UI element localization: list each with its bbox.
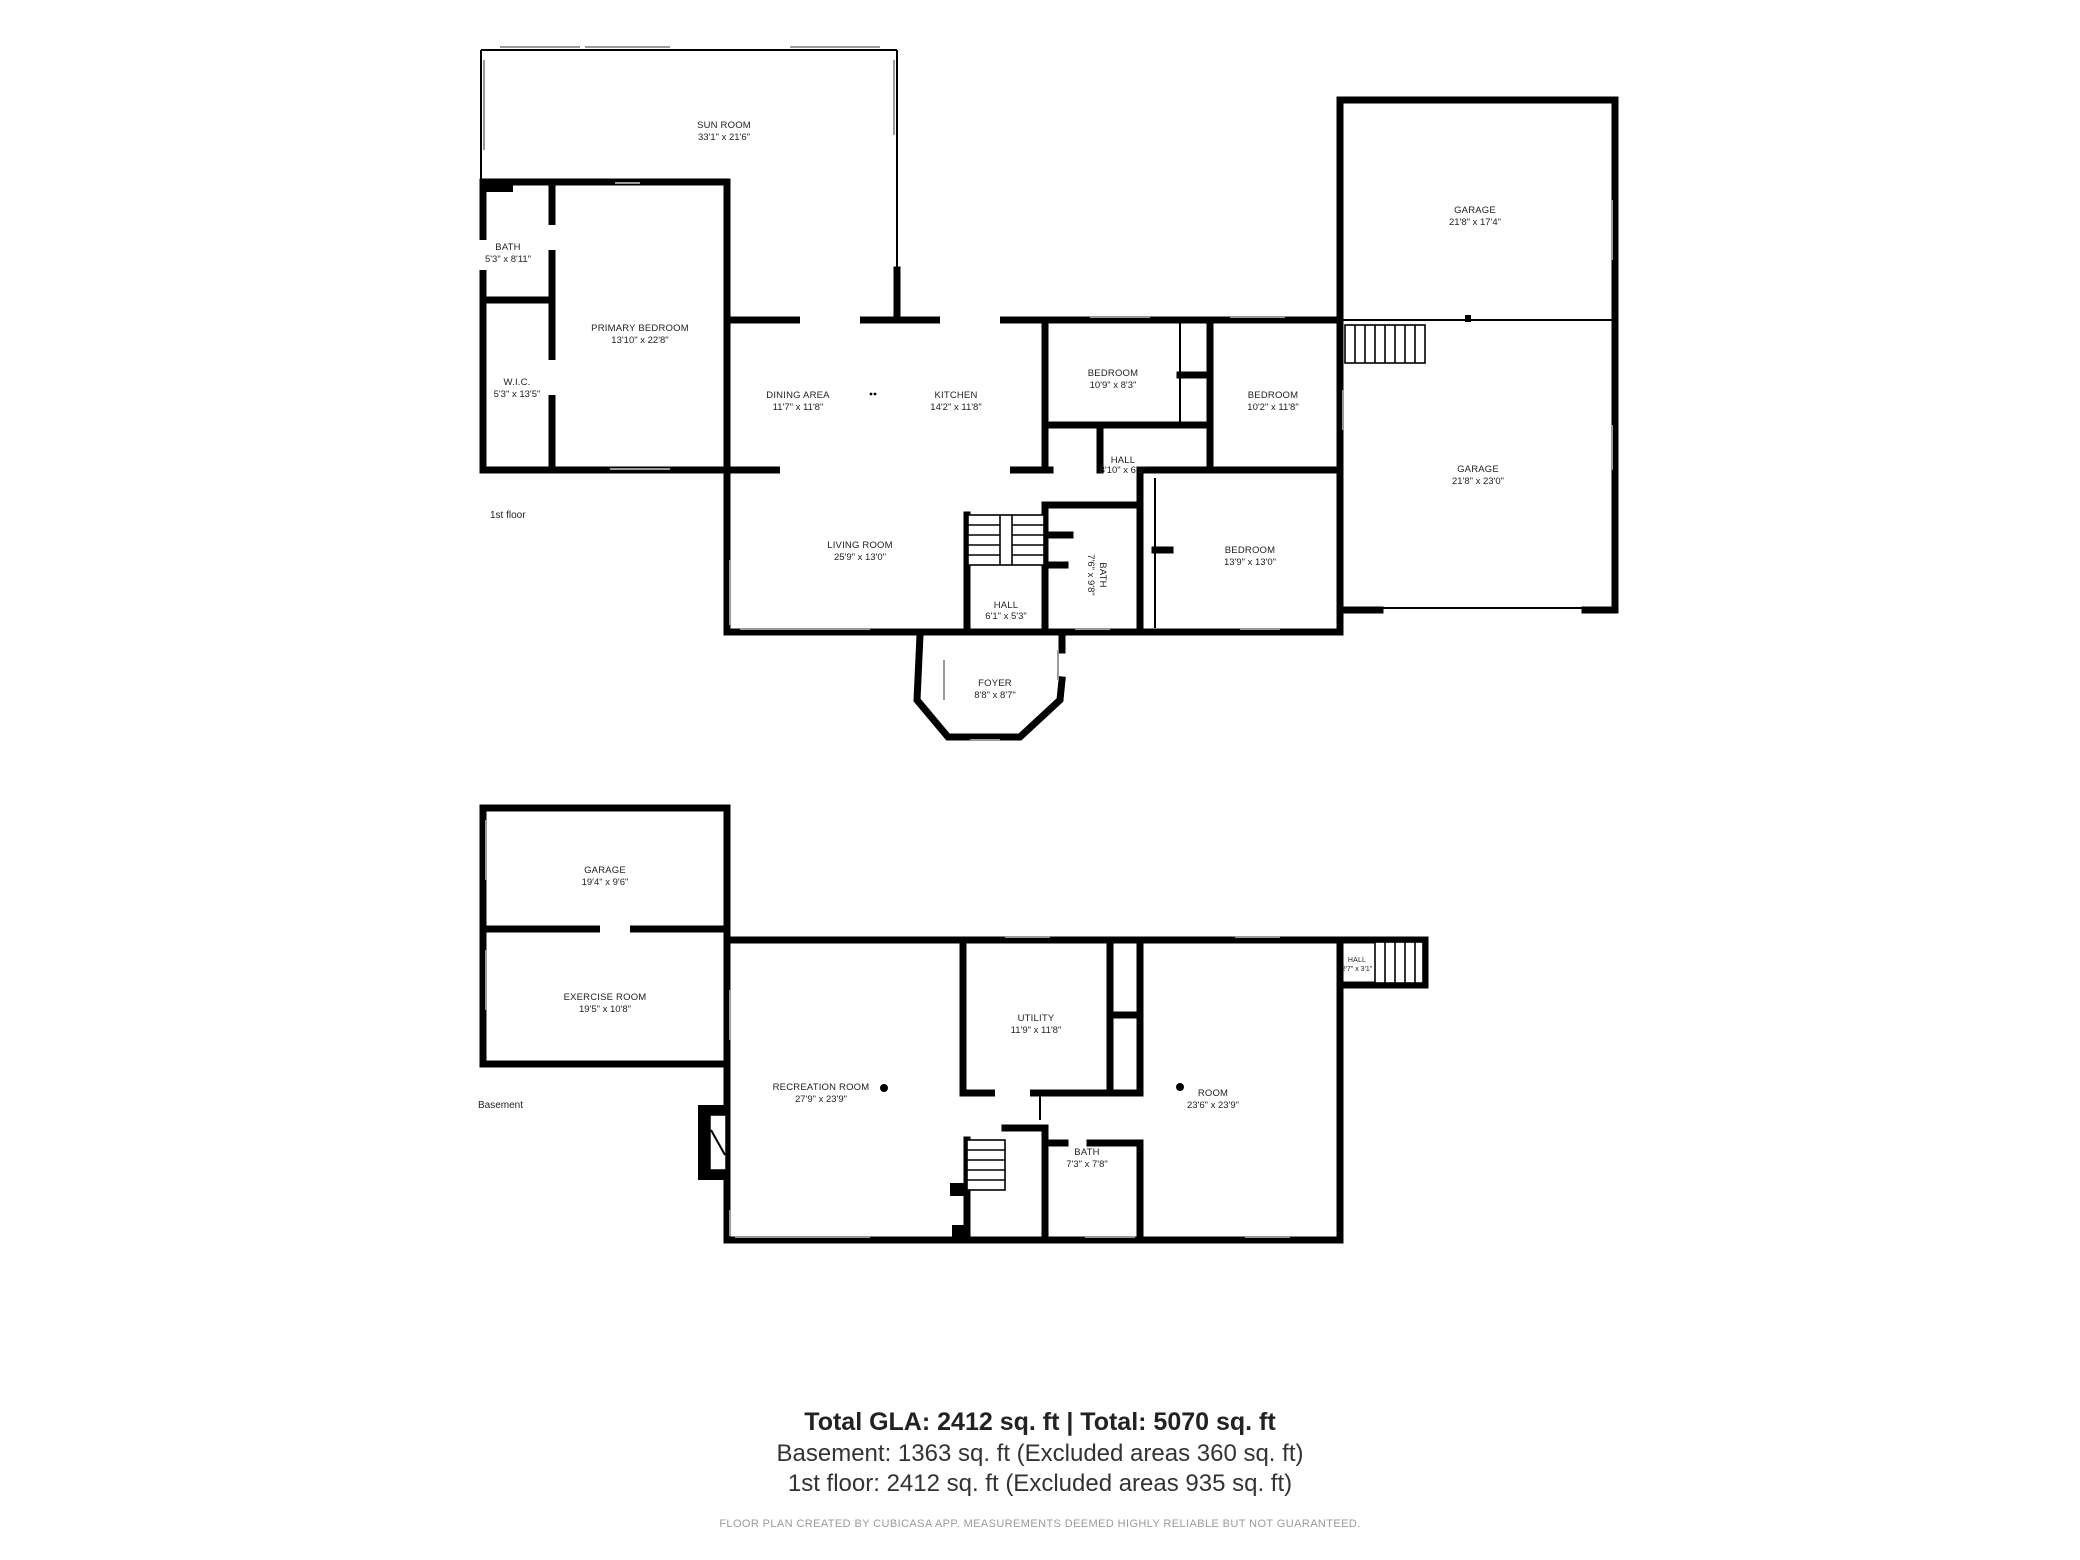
room-dims-basement-bath: 7'3" x 7'8" <box>1066 1159 1108 1170</box>
basement-room-labels: GARAGE 19'4" x 9'6" EXERCISE ROOM 19'5" … <box>564 865 1373 1170</box>
first-floor-room-labels: SUN ROOM 33'1" x 21'6" BATH 5'3" x 8'11"… <box>485 120 1504 701</box>
room-name-sun-room: SUN ROOM <box>697 120 751 131</box>
room-dims-sun-room: 33'1" x 21'6" <box>698 132 750 143</box>
room-dims-bedroom-c: 13'9" x 13'0" <box>1224 557 1276 568</box>
lower-band-walls <box>723 466 1344 741</box>
room-name-primary-bedroom: PRIMARY BEDROOM <box>591 323 689 334</box>
room-dims-bedroom-a: 10'9" x 8'3" <box>1090 380 1137 391</box>
credit-disclaimer: FLOOR PLAN CREATED BY CUBICASA APP. MEAS… <box>719 1518 1361 1530</box>
first-floor-plan: 1st floor SUN ROOM 33'1" x 21'6" BATH 5'… <box>478 46 1619 741</box>
room-dims-wic: 5'3" x 13'5" <box>494 389 541 400</box>
summary-first-floor-area: 1st floor: 2412 sq. ft (Excluded areas 9… <box>787 1470 1293 1497</box>
room-dims-garage-top: 21'8" x 17'4" <box>1449 217 1501 228</box>
room-dims-primary-bedroom: 13'10" x 22'8" <box>611 335 668 346</box>
room-dims-utility: 11'9" x 11'8" <box>1011 1025 1062 1036</box>
room-dims-foyer: 8'8" x 8'7" <box>974 690 1016 701</box>
room-dims-dining-area: 11'7" x 11'8" <box>773 402 824 413</box>
basement-garage-exercise-walls <box>479 804 731 1068</box>
room-name-utility: UTILITY <box>1018 1013 1055 1024</box>
room-dims-bedroom-b: 10'2" x 11'8" <box>1247 402 1298 413</box>
room-name-dining-area: DINING AREA <box>766 390 830 401</box>
basement-label: Basement <box>478 1100 523 1111</box>
room-name-garage-bottom: GARAGE <box>1457 464 1499 475</box>
room-dims-garage-bottom: 21'8" x 23'0" <box>1452 476 1504 487</box>
room-dims-bath: 5'3" x 8'11" <box>485 254 531 265</box>
garage-walls <box>1336 96 1619 614</box>
room-name-room: ROOM <box>1198 1088 1228 1099</box>
room-dims-recreation-room: 27'9" x 23'9" <box>795 1094 847 1105</box>
room-name-basement-garage: GARAGE <box>584 865 626 876</box>
room-name-hall-a: HALL <box>1111 455 1136 466</box>
room-name-kitchen: KITCHEN <box>934 390 977 401</box>
room-name-recreation-room: RECREATION ROOM <box>773 1082 870 1093</box>
room-dims-kitchen: 14'2" x 11'8" <box>930 402 981 413</box>
sun-room-walls <box>480 46 901 324</box>
room-dims-basement-hall: 2'7" x 3'1" <box>1342 966 1373 973</box>
room-name-wic: W.I.C. <box>503 377 530 388</box>
room-name-basement-bath: BATH <box>1074 1147 1099 1158</box>
room-name-basement-hall: HALL <box>1348 957 1366 964</box>
room-dims-room: 23'6" x 23'9" <box>1187 1100 1239 1111</box>
room-name-bath: BATH <box>495 242 520 253</box>
room-name-bath-b: BATH <box>1097 562 1108 587</box>
room-name-bedroom-b: BEDROOM <box>1248 390 1299 401</box>
room-name-hall-b: HALL <box>994 600 1019 611</box>
summary-total-area: Total GLA: 2412 sq. ft | Total: 5070 sq.… <box>804 1408 1276 1436</box>
room-dims-hall-a: 8'10" x 6'5" <box>1100 465 1147 476</box>
summary-basement-area: Basement: 1363 sq. ft (Excluded areas 36… <box>776 1440 1304 1467</box>
room-name-garage-top: GARAGE <box>1454 205 1496 216</box>
room-dims-hall-b: 6'1" x 5'3" <box>985 611 1027 622</box>
basement-plan: Basement GARAGE 19'4" x 9'6" EXERCISE RO… <box>478 804 1429 1244</box>
first-floor-label: 1st floor <box>490 510 526 521</box>
room-dims-exercise-room: 19'5" x 10'8" <box>579 1004 631 1015</box>
primary-suite-walls <box>478 178 731 474</box>
room-dims-bath-b: 7'6" x 9'8" <box>1085 554 1096 596</box>
room-dims-basement-garage: 19'4" x 9'6" <box>582 877 629 888</box>
room-name-exercise-room: EXERCISE ROOM <box>564 992 647 1003</box>
room-name-bedroom-a: BEDROOM <box>1088 368 1139 379</box>
room-name-foyer: FOYER <box>978 678 1012 689</box>
room-dims-living-room: 25'9" x 13'0" <box>834 552 886 563</box>
basement-main-walls <box>698 936 1429 1244</box>
room-name-living-room: LIVING ROOM <box>827 540 893 551</box>
room-name-bedroom-c: BEDROOM <box>1225 545 1276 556</box>
